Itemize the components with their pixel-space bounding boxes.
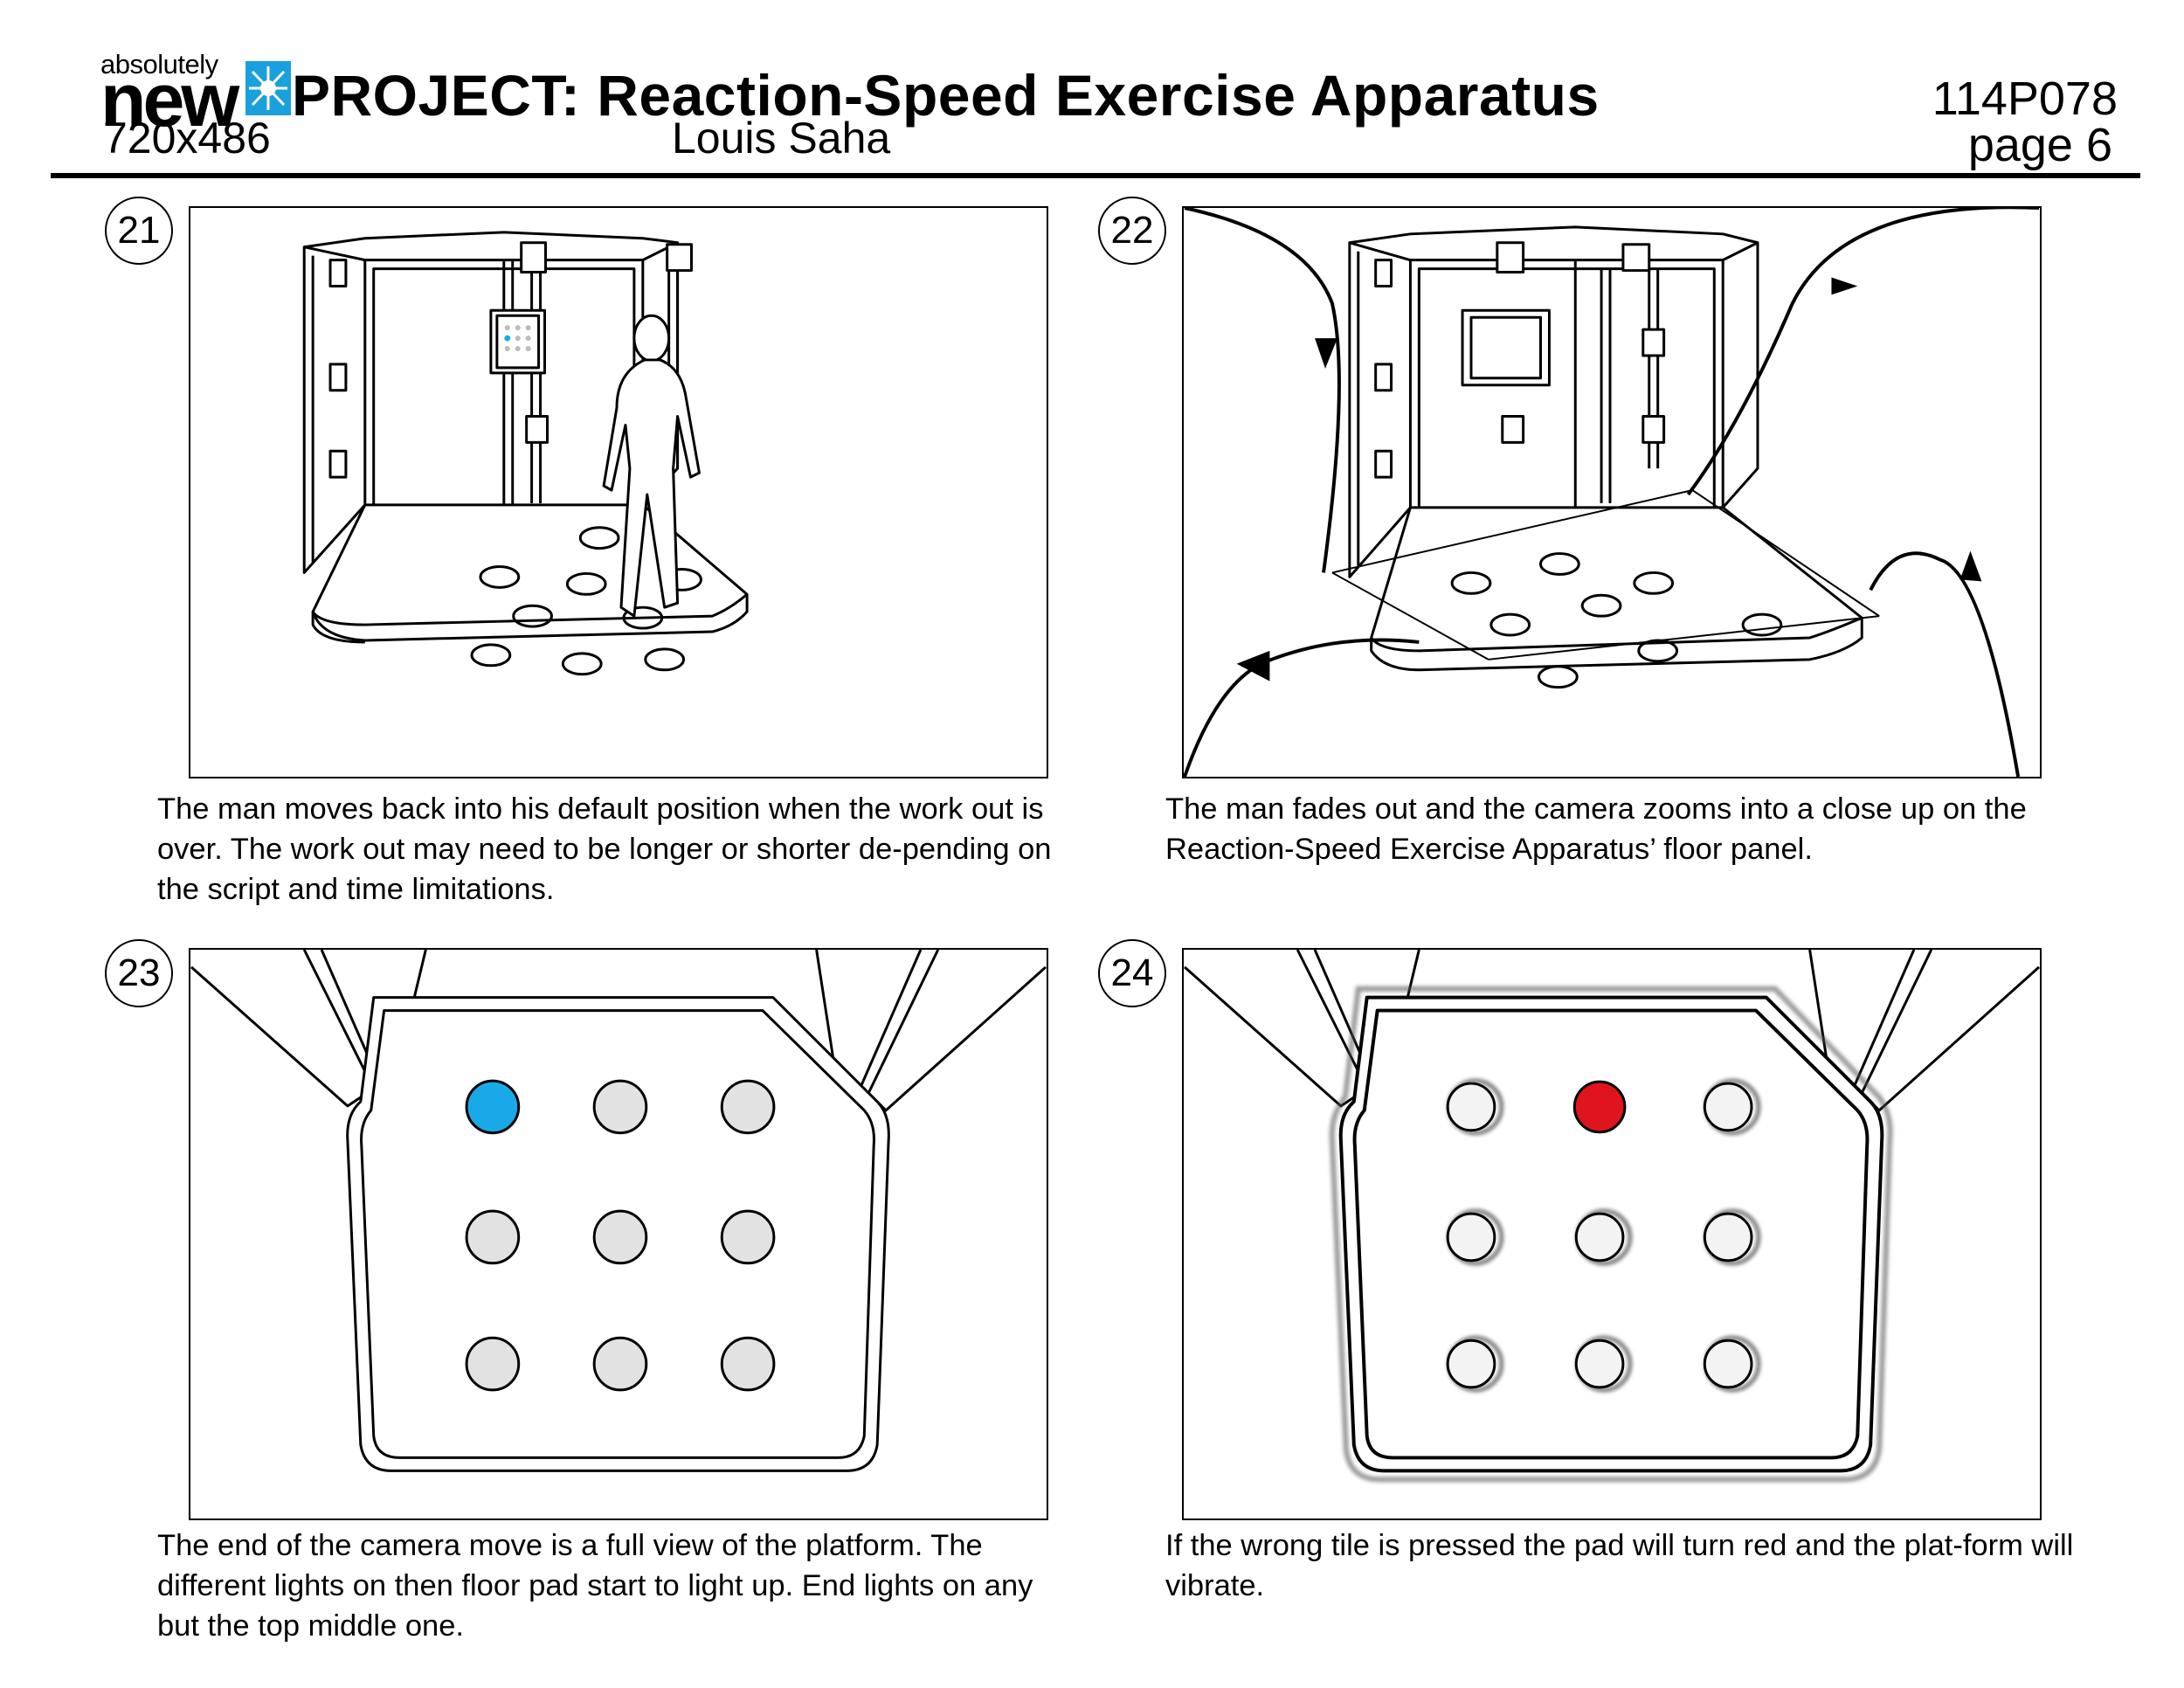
logo-small-text: absolutely (100, 49, 218, 80)
storyboard-panel-22 (1182, 206, 2042, 778)
resolution-label: 720x486 (103, 114, 271, 163)
apparatus-with-man-drawing (302, 231, 749, 676)
storyboard-panel-23 (189, 948, 1048, 1520)
frame-number-21: 21 (105, 197, 173, 265)
page-number: page 6 (1967, 119, 2112, 171)
vibrating-pad-drawing (1184, 950, 2040, 1483)
frame-caption-23: The end of the camera move is a full vie… (157, 1529, 1033, 1643)
brand-logo: absolutely new (100, 49, 291, 138)
lit-tile-red (1572, 1080, 1627, 1134)
project-title: PROJECT: Reaction-Speed Exercise Apparat… (292, 63, 1600, 128)
logo-big-text: new (100, 59, 239, 142)
lit-tile-blue (465, 1079, 521, 1135)
frame-caption-24: If the wrong tile is pressed the pad wil… (1165, 1529, 2074, 1602)
frame-caption-22: The man fades out and the camera zooms i… (1165, 792, 2027, 866)
floor-pad-closeup-drawing (190, 950, 1047, 1472)
frame-number-23: 23 (105, 939, 173, 1007)
project-code: 114P078 (1932, 73, 2118, 125)
frame-caption-21: The man moves back into his default posi… (157, 792, 1052, 906)
starburst-icon (245, 61, 291, 115)
frame-number-24: 24 (1098, 939, 1166, 1007)
author-name: Louis Saha (672, 114, 891, 163)
frame-number-22: 22 (1098, 197, 1166, 265)
lit-indicator-blue (504, 335, 511, 342)
header-divider (51, 173, 2140, 178)
storyboard-panel-24 (1182, 948, 2042, 1520)
storyboard-panel-21 (189, 206, 1048, 778)
camera-zoom-drawing (1184, 208, 2039, 777)
